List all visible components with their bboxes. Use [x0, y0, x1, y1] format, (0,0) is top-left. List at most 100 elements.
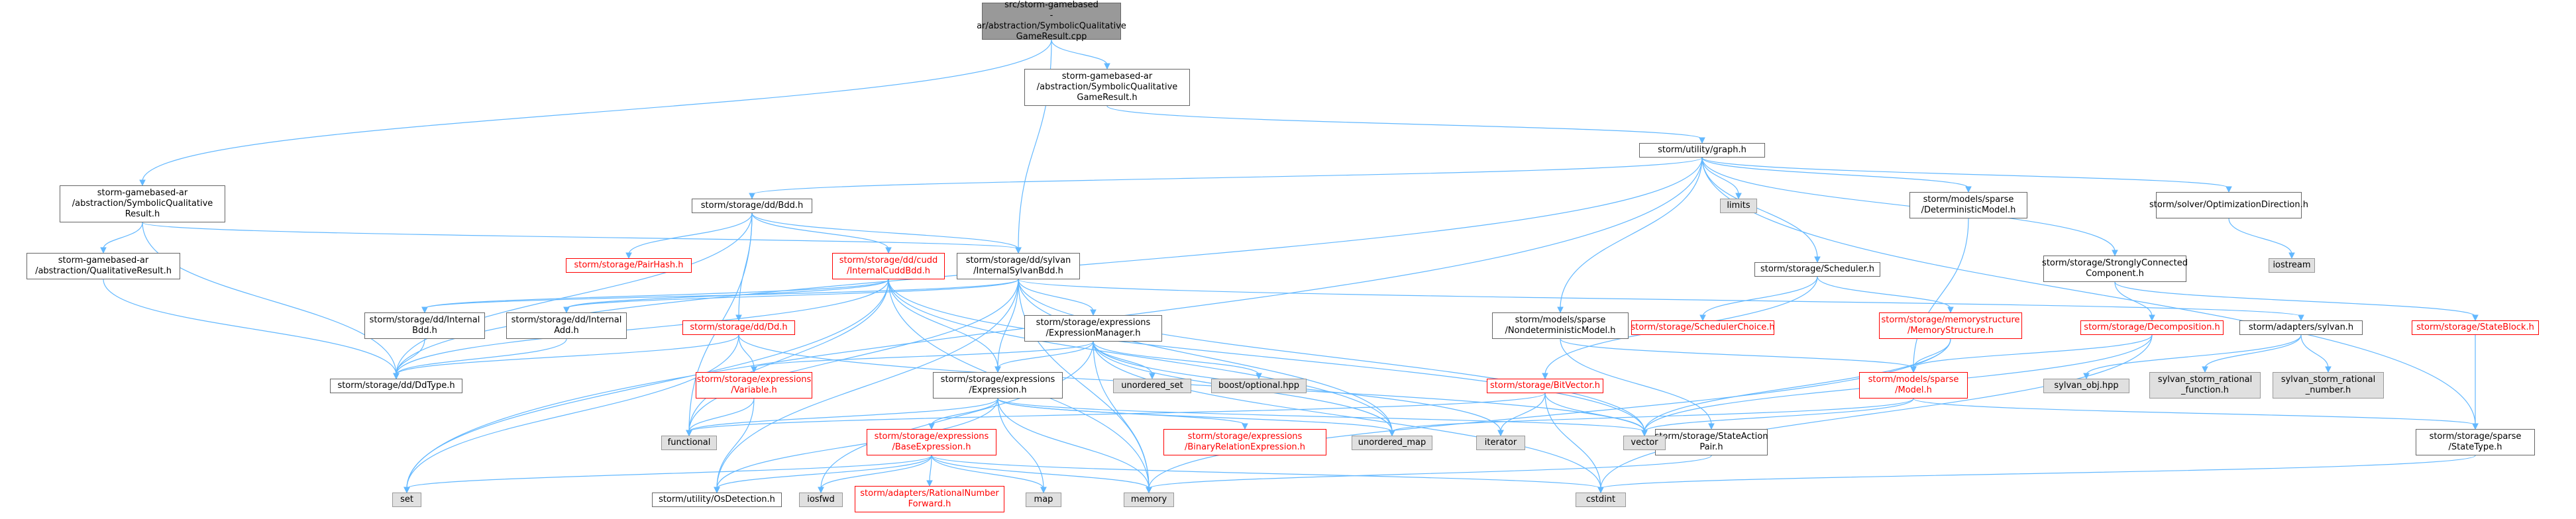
- node-vector: vector: [1623, 436, 1666, 450]
- arrowhead-graph_h-to-ndmodel: [1557, 307, 1564, 314]
- node-iostream: iostream: [2269, 258, 2315, 273]
- edge-exprmanager-to-cstdint: [1093, 341, 1601, 489]
- node-statetype[interactable]: storm/storage/sparse /StateType.h: [2416, 429, 2535, 455]
- edge-cuddbdd-to-ddtype: [396, 279, 889, 375]
- edge-bdd_h-to-ddtype: [396, 212, 753, 375]
- edge-bdd_h-to-dd_h: [738, 212, 753, 317]
- edge-baseexpr-to-cstdint: [931, 455, 1601, 489]
- arrowhead-sylvanbdd-to-sylvan_h: [2298, 314, 2304, 322]
- node-ndmodel[interactable]: storm/models/sparse /NondeterministicMod…: [1492, 312, 1629, 339]
- arrowhead-baseexpr-to-map: [1040, 487, 1047, 494]
- node-sylvan_h[interactable]: storm/adapters/sylvan.h: [2239, 320, 2363, 335]
- arrowhead-expression-to-binrel: [1242, 423, 1248, 430]
- edge-sylvanbdd-to-sylvan_h: [1018, 279, 2302, 317]
- node-pairhash[interactable]: storm/storage/PairHash.h: [566, 258, 692, 273]
- node-variable[interactable]: storm/storage/expressions /Variable.h: [696, 372, 812, 399]
- node-cuddbdd[interactable]: storm/storage/dd/cudd /InternalCuddBdd.h: [832, 253, 945, 279]
- node-detmodel[interactable]: storm/models/sparse /DeterministicModel.…: [1909, 192, 2027, 218]
- edge-cuddbdd-to-vector: [888, 279, 1645, 432]
- node-exprmanager[interactable]: storm/storage/expressions /ExpressionMan…: [1024, 315, 1162, 342]
- node-dd_h[interactable]: storm/storage/dd/Dd.h: [682, 320, 795, 335]
- edge-sylvan_h-to-sylvan_rnum: [2300, 334, 2329, 369]
- edge-sylvanbdd-to-internaladd: [566, 279, 1019, 309]
- edge-cuddbdd-to-unordered_map: [888, 279, 1393, 432]
- edge-detmodel-to-model: [1913, 218, 1969, 369]
- arrowhead-sqr_h-to-qr_h: [100, 247, 107, 254]
- node-model[interactable]: storm/models/sparse /Model.h: [1859, 372, 1968, 399]
- edge-ndmodel-to-model: [1560, 338, 1914, 369]
- node-schedchoice[interactable]: storm/storage/SchedulerChoice.h: [1631, 320, 1775, 335]
- edge-root-to-sqr_h: [142, 39, 1052, 182]
- node-sylvan_rfunc: sylvan_storm_rational _function.h: [2149, 372, 2261, 399]
- node-internalbdd[interactable]: storm/storage/dd/Internal Bdd.h: [364, 312, 485, 339]
- node-set: set: [392, 493, 421, 507]
- node-qr_h[interactable]: storm-gamebased-ar /abstraction/Qualitat…: [27, 253, 180, 279]
- arrowhead-scheduler-to-memstruct: [1947, 307, 1954, 314]
- node-sylvanbdd[interactable]: storm/storage/dd/sylvan /InternalSylvanB…: [957, 253, 1080, 279]
- arrowhead-bdd_h-to-sylvanbdd: [1015, 247, 1022, 254]
- arrowhead-graph_h-to-limits: [1735, 193, 1742, 200]
- node-expression[interactable]: storm/storage/expressions /Expression.h: [933, 372, 1063, 399]
- edge-sylvan_h-to-sylvan_obj: [2086, 334, 2302, 375]
- edge-model-to-statetype: [1913, 398, 2476, 426]
- edge-internaladd-to-ddtype: [396, 338, 567, 375]
- edge-exprmanager-to-boost_optional: [1093, 341, 1260, 375]
- edge-internalbdd-to-ddtype: [396, 338, 425, 375]
- arrowhead-exprmanager-to-expression: [994, 366, 1001, 373]
- node-bitvector[interactable]: storm/storage/BitVector.h: [1487, 379, 1603, 393]
- node-scheduler[interactable]: storm/storage/Scheduler.h: [1754, 262, 1880, 277]
- node-graph_h[interactable]: storm/utility/graph.h: [1639, 143, 1765, 158]
- edge-sylvanbdd-to-expression: [997, 279, 1019, 369]
- node-optdir[interactable]: storm/solver/OptimizationDirection.h: [2149, 192, 2308, 218]
- edge-decomposition-to-model: [1913, 334, 2153, 369]
- arrowhead-dd_h-to-ddtype: [393, 373, 400, 380]
- edge-optdir-to-iostream: [2228, 218, 2292, 255]
- node-decomposition[interactable]: storm/storage/Decomposition.h: [2080, 320, 2224, 335]
- node-sqgr_h[interactable]: storm-gamebased-ar /abstraction/Symbolic…: [1024, 69, 1190, 106]
- arrowhead-sylvanbdd-to-internalbdd: [421, 307, 428, 314]
- node-rational[interactable]: storm/adapters/RationalNumber Forward.h: [855, 486, 1004, 512]
- arrowhead-expression-to-baseexpr: [928, 423, 935, 430]
- arrowhead-stateblock-to-statetype: [2472, 423, 2479, 430]
- node-binrel[interactable]: storm/storage/expressions /BinaryRelatio…: [1163, 429, 1326, 455]
- arrowhead-root-to-sqgr_h: [1104, 63, 1110, 70]
- node-bdd_h[interactable]: storm/storage/dd/Bdd.h: [692, 199, 812, 213]
- arrowhead-bdd_h-to-dd_h: [735, 314, 742, 322]
- node-iosfwd: iosfwd: [799, 493, 843, 507]
- node-baseexpr[interactable]: storm/storage/expressions /BaseExpressio…: [867, 429, 996, 455]
- edge-baseexpr-to-memory: [931, 455, 1150, 489]
- arrowhead-statetype-to-cstdint: [1597, 487, 1604, 494]
- edge-bdd_h-to-pairhash: [628, 212, 753, 255]
- node-sylvan_obj: sylvan_obj.hpp: [2043, 379, 2129, 393]
- edge-expression-to-memory: [997, 398, 1150, 489]
- edge-exprmanager-to-iosfwd: [820, 341, 1094, 489]
- node-sylvan_rnum: sylvan_storm_rational _number.h: [2273, 372, 2384, 399]
- edge-cuddbdd-to-set: [406, 279, 889, 489]
- edge-exprmanager-to-variable: [753, 341, 1094, 369]
- node-sqr_h[interactable]: storm-gamebased-ar /abstraction/Symbolic…: [60, 185, 225, 222]
- edge-expression-to-osdetect: [716, 398, 998, 489]
- node-stateblock[interactable]: storm/storage/StateBlock.h: [2412, 320, 2539, 335]
- arrowhead-graph_h-to-scc: [2112, 250, 2118, 257]
- edge-baseexpr-to-osdetect: [716, 455, 932, 489]
- edge-bitvector-to-iterator: [1500, 393, 1546, 432]
- edge-dd_h-to-ddtype: [396, 334, 739, 375]
- node-boost_optional: boost/optional.hpp: [1211, 379, 1307, 393]
- edge-baseexpr-to-map: [931, 455, 1044, 489]
- node-functional: functional: [661, 436, 717, 450]
- node-ddtype[interactable]: storm/storage/dd/DdType.h: [330, 379, 462, 393]
- arrowhead-scheduler-to-bitvector: [1542, 373, 1548, 380]
- node-osdetect[interactable]: storm/utility/OsDetection.h: [652, 493, 782, 507]
- edge-model-to-unordered_map: [1391, 398, 1914, 432]
- node-internaladd[interactable]: storm/storage/dd/Internal Add.h: [506, 312, 627, 339]
- edge-graph_h-to-scc: [1701, 157, 2116, 252]
- arrowhead-baseexpr-to-rational: [926, 480, 933, 487]
- arrowhead-decomposition-to-model: [1910, 366, 1917, 373]
- edge-exprmanager-to-expression: [997, 341, 1094, 369]
- node-root: src/storm-gamebased -ar/abstraction/Symb…: [977, 0, 1126, 42]
- arrowhead-sylvan_h-to-sylvan_rnum: [2325, 366, 2332, 373]
- edge-baseexpr-to-set: [406, 455, 932, 489]
- node-memstruct[interactable]: storm/storage/memorystructure /MemoryStr…: [1879, 312, 2022, 339]
- node-scc[interactable]: storm/storage/StronglyConnected Componen…: [2042, 256, 2188, 282]
- node-stateaction[interactable]: storm/storage/StateAction Pair.h: [1655, 429, 1768, 455]
